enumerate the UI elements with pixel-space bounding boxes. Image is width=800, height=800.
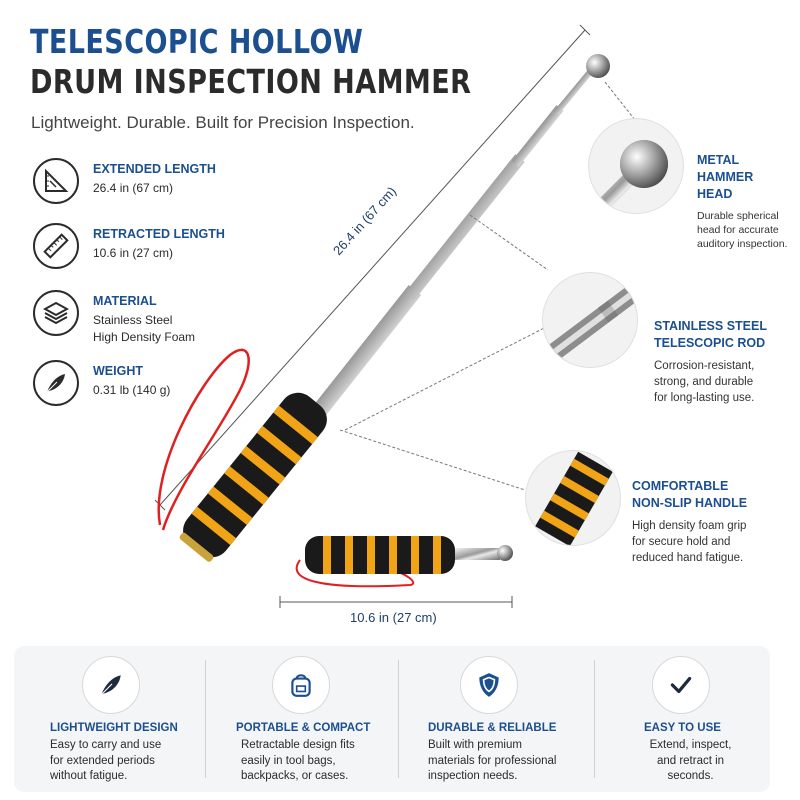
feature-title: LIGHTWEIGHT DESIGN bbox=[50, 722, 178, 734]
divider bbox=[594, 660, 595, 778]
callout-non-slip-handle: COMFORTABLE NON-SLIP HANDLE High density … bbox=[632, 478, 782, 566]
callout-desc-line: Corrosion-resistant, bbox=[654, 360, 755, 372]
spec-material: MATERIAL Stainless Steel High Density Fo… bbox=[33, 290, 323, 350]
callout-title: COMFORTABLE NON-SLIP HANDLE bbox=[632, 478, 782, 512]
shield-icon bbox=[460, 656, 518, 714]
feature-portable: PORTABLE & COMPACT Retractable design fi… bbox=[236, 646, 426, 792]
spec-value: Stainless Steel High Density Foam bbox=[93, 312, 195, 346]
callout-desc-line: head for accurate bbox=[697, 224, 779, 236]
spec-label: RETRACTED LENGTH bbox=[93, 227, 225, 241]
feature-desc: Extend, inspect, and retract in seconds. bbox=[643, 738, 738, 785]
feature-desc-line: and retract in bbox=[656, 754, 725, 767]
feather-icon bbox=[33, 360, 79, 406]
spec-value-line: High Density Foam bbox=[93, 330, 196, 344]
spec-retracted-length: RETRACTED LENGTH 10.6 in (27 cm) bbox=[33, 223, 323, 283]
spec-value-line: Stainless Steel bbox=[93, 313, 173, 327]
callout-title-line: TELESCOPIC ROD bbox=[654, 336, 766, 350]
hammer-head-closeup bbox=[588, 118, 684, 214]
checkmark-icon bbox=[652, 656, 710, 714]
spec-label: MATERIAL bbox=[93, 294, 157, 308]
callout-desc: High density foam grip for secure hold an… bbox=[632, 518, 782, 566]
callout-desc-line: Durable spherical bbox=[697, 210, 779, 222]
feature-desc-line: Retractable design fits bbox=[241, 739, 355, 751]
feature-desc-line: for extended periods bbox=[50, 754, 155, 767]
title-line-2: DRUM INSPECTION HAMMER bbox=[30, 62, 472, 101]
feather-icon bbox=[82, 656, 140, 714]
feature-lightweight: LIGHTWEIGHT DESIGN Easy to carry and use… bbox=[50, 646, 240, 792]
callout-desc-line: for long-lasting use. bbox=[654, 392, 755, 404]
feature-desc-line: Extend, inspect, bbox=[649, 739, 732, 751]
callout-title-line: METAL HAMMER bbox=[697, 153, 754, 184]
title-line-1: TELESCOPIC HOLLOW bbox=[30, 22, 364, 61]
feature-desc-line: inspection needs. bbox=[428, 770, 518, 782]
feature-desc-line: Built with premium bbox=[428, 739, 522, 751]
ruler-square-icon bbox=[33, 158, 79, 204]
feature-desc-line: seconds. bbox=[667, 770, 714, 782]
retracted-dimension-line bbox=[279, 596, 513, 608]
callout-desc: Durable spherical head for accurate audito… bbox=[697, 209, 797, 251]
features-panel bbox=[14, 646, 770, 792]
feature-desc: Built with premium materials for professi… bbox=[428, 738, 556, 785]
tagline: Lightweight. Durable. Built for Precisio… bbox=[31, 113, 415, 132]
feature-title: DURABLE & RELIABLE bbox=[428, 722, 557, 734]
feature-desc-line: backpacks, or cases. bbox=[241, 770, 349, 782]
feature-desc: Easy to carry and use for extended period… bbox=[50, 738, 161, 785]
handle-closeup bbox=[525, 450, 621, 546]
retracted-hammer bbox=[295, 536, 513, 588]
backpack-icon bbox=[272, 656, 330, 714]
ruler-icon bbox=[33, 223, 79, 269]
callout-desc-line: reduced hand fatigue. bbox=[632, 552, 744, 564]
spec-value: 0.31 lb (140 g) bbox=[93, 383, 171, 397]
feature-title: PORTABLE & COMPACT bbox=[236, 722, 371, 734]
callout-title-line: HEAD bbox=[697, 187, 733, 201]
callout-desc-line: auditory inspection. bbox=[697, 238, 788, 250]
extended-length-label: 26.4 in (67 cm) bbox=[330, 183, 400, 259]
callout-title-line: STAINLESS STEEL bbox=[654, 319, 767, 333]
layers-icon bbox=[33, 290, 79, 336]
feature-desc-line: without fatigue. bbox=[50, 770, 128, 782]
feature-desc-line: materials for professional bbox=[428, 754, 557, 767]
spec-label: EXTENDED LENGTH bbox=[93, 162, 216, 176]
callout-desc-line: strong, and durable bbox=[654, 376, 754, 388]
callout-metal-hammer-head: METAL HAMMER HEAD Durable spherical head f… bbox=[697, 152, 797, 251]
callout-stainless-steel-rod: STAINLESS STEEL TELESCOPIC ROD Corrosion-… bbox=[654, 318, 800, 406]
spec-value: 26.4 in (67 cm) bbox=[93, 181, 174, 195]
spec-value: 10.6 in (27 cm) bbox=[93, 246, 174, 260]
feature-durable: DURABLE & RELIABLE Built with premium mat… bbox=[428, 646, 618, 792]
callout-desc-line: High density foam grip bbox=[632, 520, 747, 532]
callout-title: METAL HAMMER HEAD bbox=[697, 152, 797, 203]
spec-label: WEIGHT bbox=[93, 364, 143, 378]
callout-desc: Corrosion-resistant, strong, and durable f… bbox=[654, 358, 800, 406]
feature-desc: Retractable design fits easily in tool ba… bbox=[241, 738, 355, 785]
feature-desc-line: Easy to carry and use bbox=[50, 739, 162, 751]
feature-easy-to-use: EASY TO USE Extend, inspect, and retract … bbox=[628, 646, 800, 792]
callout-title: STAINLESS STEEL TELESCOPIC ROD bbox=[654, 318, 800, 352]
spec-extended-length: EXTENDED LENGTH 26.4 in (67 cm) bbox=[33, 158, 323, 218]
feature-title: EASY TO USE bbox=[644, 722, 721, 734]
retracted-length-label: 10.6 in (27 cm) bbox=[350, 610, 437, 625]
divider bbox=[205, 660, 206, 778]
callout-title-line: NON-SLIP HANDLE bbox=[632, 496, 748, 510]
callout-title-line: COMFORTABLE bbox=[632, 479, 729, 493]
callout-desc-line: for secure hold and bbox=[632, 536, 731, 548]
divider bbox=[398, 660, 399, 778]
spec-weight: WEIGHT 0.31 lb (140 g) bbox=[33, 360, 323, 420]
telescopic-rod-closeup bbox=[542, 272, 638, 368]
feature-desc-line: easily in tool bags, bbox=[241, 754, 336, 767]
